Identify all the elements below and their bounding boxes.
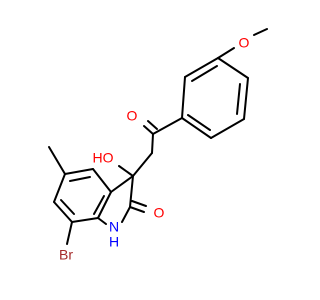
bond-c3-c2 bbox=[129, 175, 134, 208]
bond-ring-b-2 bbox=[243, 77, 249, 120]
bond-ring-a-3-inner bbox=[60, 199, 75, 215]
bond-ch2-c3 bbox=[132, 152, 153, 177]
bond-c3-c3a bbox=[110, 175, 134, 193]
bond-ring-a-1 bbox=[97, 191, 112, 219]
methoxy-oxygen-label: O bbox=[239, 35, 250, 51]
bonds bbox=[48, 28, 268, 245]
nitrogen-hydrogen-label: H bbox=[109, 234, 119, 250]
bond-carbonyl-o-1 bbox=[143, 125, 154, 135]
hydroxyl-label: HO bbox=[93, 150, 114, 166]
bond-ring-b-1 bbox=[217, 57, 249, 79]
bond-c7-br bbox=[66, 221, 73, 245]
bond-ring-a-5-inner bbox=[69, 176, 91, 182]
nitrogen-label: N bbox=[109, 219, 119, 235]
lactam-oxygen-label: O bbox=[154, 205, 165, 221]
bond-ring-b-6-inner bbox=[191, 65, 218, 82]
bond-ring-b-5 bbox=[181, 76, 186, 119]
bond-ring-b-3 bbox=[210, 118, 245, 139]
bond-n-c7a bbox=[97, 217, 107, 225]
bond-ring-b-4-inner bbox=[187, 114, 211, 131]
atom-labels: O O HO O N H Br bbox=[59, 35, 250, 263]
bond-ring-a-4 bbox=[53, 173, 66, 203]
bond-carbonyl-o-2 bbox=[147, 120, 158, 130]
bond-c2-lactam-o-2 bbox=[131, 200, 147, 207]
bond-ring-b-2-inner bbox=[236, 83, 241, 115]
bond-carbonyl-ch2 bbox=[151, 133, 154, 154]
molecule-structure-diagram: O O HO O N H Br bbox=[48, 28, 268, 263]
bond-aryl-carbonyl bbox=[152, 117, 183, 135]
bond-c3-oh bbox=[118, 165, 134, 177]
bromine-label: Br bbox=[59, 247, 73, 263]
bond-c2-lactam-o-1 bbox=[129, 206, 145, 213]
bond-ring-a-1-inner bbox=[93, 195, 105, 215]
bond-ring-a-5 bbox=[64, 168, 94, 175]
bond-methyl-methoxy-o bbox=[253, 28, 268, 36]
ketone-oxygen-label: O bbox=[127, 108, 138, 124]
bond-ring-a-6 bbox=[92, 168, 112, 193]
bond-ring-a-2 bbox=[71, 217, 99, 223]
bond-ring-b-6 bbox=[184, 57, 219, 78]
bond-c2-n bbox=[121, 206, 131, 223]
bond-methoxy-o-aryl bbox=[217, 47, 235, 59]
bond-ring-b-4 bbox=[181, 117, 212, 139]
bond-ring-a-3 bbox=[53, 201, 73, 223]
bond-c5-methyl bbox=[48, 146, 66, 175]
